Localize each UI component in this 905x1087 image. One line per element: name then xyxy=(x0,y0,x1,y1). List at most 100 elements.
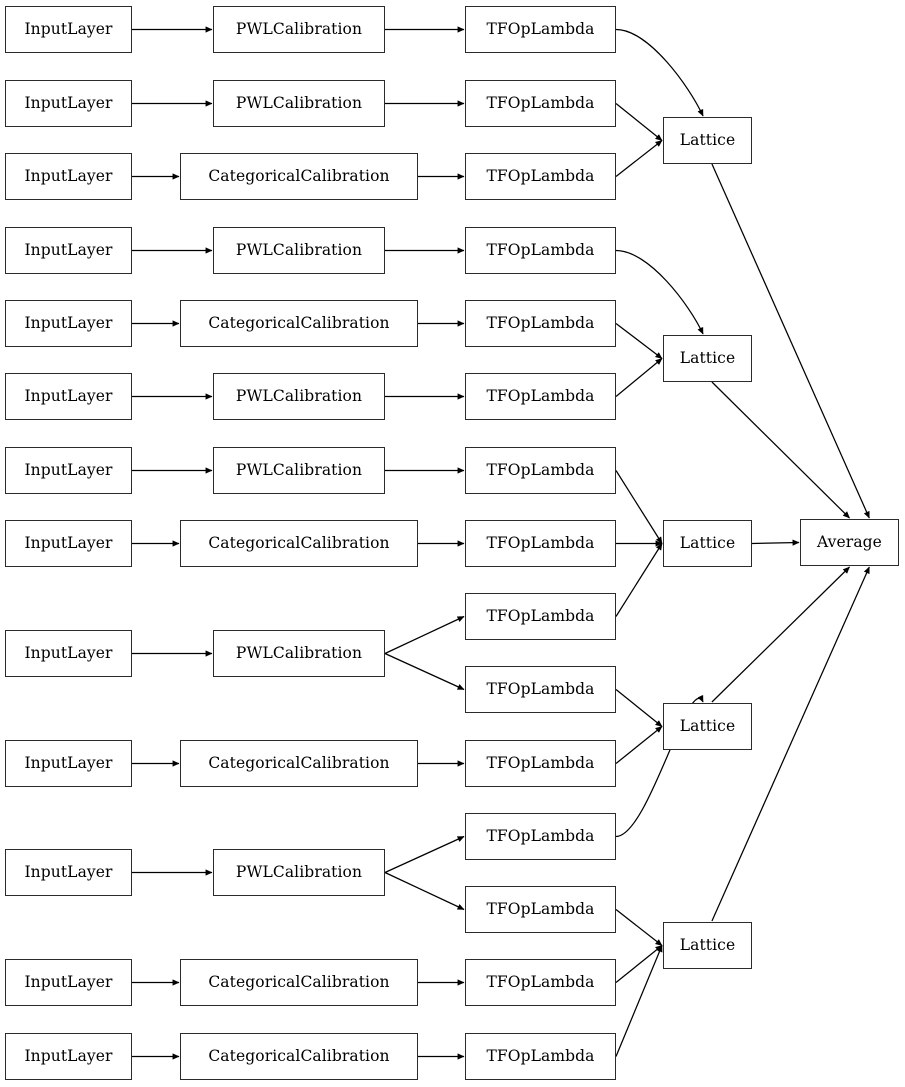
graph-node-label: InputLayer xyxy=(24,19,113,38)
graph-node-lat4: Lattice xyxy=(663,703,752,750)
graph-node-tf14: TFOpLambda xyxy=(465,959,616,1006)
graph-node-label: PWLCalibration xyxy=(235,460,363,479)
graph-edge-lat2-to-avg xyxy=(711,381,850,519)
graph-node-label: TFOpLambda xyxy=(486,386,595,405)
graph-edge-tf13-to-lat5 xyxy=(615,909,663,946)
graph-edge-tf15-to-lat5 xyxy=(615,944,663,1057)
graph-node-cal12: CategoricalCalibration xyxy=(180,959,418,1006)
graph-node-label: PWLCalibration xyxy=(235,93,363,112)
graph-node-label: TFOpLambda xyxy=(486,533,595,552)
graph-edge-tf7-to-lat3 xyxy=(615,470,663,544)
graph-node-in11: InputLayer xyxy=(5,849,132,896)
graph-edge-tf1-to-lat1 xyxy=(615,28,704,117)
graph-node-label: CategoricalCalibration xyxy=(208,533,390,552)
graph-node-cal3: CategoricalCalibration xyxy=(180,153,418,200)
graph-node-tf8: TFOpLambda xyxy=(465,520,616,567)
graph-node-label: CategoricalCalibration xyxy=(208,166,390,185)
graph-node-cal8: CategoricalCalibration xyxy=(180,520,418,567)
graph-node-tf4: TFOpLambda xyxy=(465,227,616,274)
graph-node-label: InputLayer xyxy=(24,166,113,185)
graph-node-in2: InputLayer xyxy=(5,80,132,127)
graph-node-label: InputLayer xyxy=(24,313,113,332)
graph-edge-tf4-to-lat2 xyxy=(615,249,704,335)
graph-node-label: TFOpLambda xyxy=(486,679,595,698)
graph-node-tf11: TFOpLambda xyxy=(465,740,616,787)
graph-node-cal1: PWLCalibration xyxy=(213,6,385,53)
graph-edge-tf5-to-lat2 xyxy=(615,323,663,359)
graph-node-label: InputLayer xyxy=(24,533,113,552)
graph-node-label: InputLayer xyxy=(24,862,113,881)
graph-edge-lat4-to-avg xyxy=(711,566,850,703)
graph-node-label: CategoricalCalibration xyxy=(208,313,390,332)
graph-node-label: Lattice xyxy=(679,348,736,367)
graph-node-in1: InputLayer xyxy=(5,6,132,53)
graph-node-label: PWLCalibration xyxy=(235,862,363,881)
graph-node-label: InputLayer xyxy=(24,460,113,479)
graph-edge-tf3-to-lat1 xyxy=(615,140,663,177)
graph-node-in8: InputLayer xyxy=(5,520,132,567)
graph-node-in13: InputLayer xyxy=(5,1033,132,1080)
graph-node-cal9: PWLCalibration xyxy=(213,630,385,677)
graph-node-label: PWLCalibration xyxy=(235,19,363,38)
graph-node-in5: InputLayer xyxy=(5,300,132,347)
graph-node-in3: InputLayer xyxy=(5,153,132,200)
graph-node-cal13: CategoricalCalibration xyxy=(180,1033,418,1080)
graph-node-in7: InputLayer xyxy=(5,447,132,494)
graph-node-cal2: PWLCalibration xyxy=(213,80,385,127)
graph-node-in12: InputLayer xyxy=(5,959,132,1006)
graph-edge-tf11-to-lat4 xyxy=(615,726,663,764)
graph-node-lat5: Lattice xyxy=(663,922,752,969)
graph-node-label: InputLayer xyxy=(24,1046,113,1065)
graph-edge-cal9-to-tf9 xyxy=(384,615,465,655)
graph-node-tf9: TFOpLambda xyxy=(465,593,616,640)
graph-node-tf1: TFOpLambda xyxy=(465,6,616,53)
graph-node-label: TFOpLambda xyxy=(486,93,595,112)
graph-node-label: CategoricalCalibration xyxy=(208,972,390,991)
graph-edge-tf6-to-lat2 xyxy=(615,358,663,397)
graph-edge-cal11-to-tf13 xyxy=(384,871,465,911)
graph-node-cal5: CategoricalCalibration xyxy=(180,300,418,347)
graph-node-label: InputLayer xyxy=(24,972,113,991)
graph-node-cal7: PWLCalibration xyxy=(213,447,385,494)
graph-node-label: InputLayer xyxy=(24,386,113,405)
graph-node-label: InputLayer xyxy=(24,643,113,662)
graph-node-label: CategoricalCalibration xyxy=(208,1046,390,1065)
graph-node-cal6: PWLCalibration xyxy=(213,373,385,420)
graph-node-label: TFOpLambda xyxy=(486,606,595,625)
graph-node-label: Lattice xyxy=(679,935,736,954)
graph-edge-lat3-to-avg xyxy=(751,539,800,546)
graph-node-label: InputLayer xyxy=(24,753,113,772)
graph-node-cal4: PWLCalibration xyxy=(213,227,385,274)
graph-node-label: TFOpLambda xyxy=(486,753,595,772)
graph-node-tf5: TFOpLambda xyxy=(465,300,616,347)
graph-node-label: TFOpLambda xyxy=(486,972,595,991)
graph-node-label: Average xyxy=(817,532,882,551)
graph-node-label: InputLayer xyxy=(24,93,113,112)
graph-node-in6: InputLayer xyxy=(5,373,132,420)
graph-node-label: CategoricalCalibration xyxy=(208,753,390,772)
graph-node-avg: Average xyxy=(800,519,899,566)
graph-node-label: TFOpLambda xyxy=(486,899,595,918)
graph-node-label: TFOpLambda xyxy=(486,460,595,479)
graph-node-label: TFOpLambda xyxy=(486,166,595,185)
graph-node-label: TFOpLambda xyxy=(486,313,595,332)
graph-node-tf2: TFOpLambda xyxy=(465,80,616,127)
graph-edge-tf10-to-lat4 xyxy=(615,689,663,727)
graph-edge-tf14-to-lat5 xyxy=(615,945,663,983)
graph-node-label: InputLayer xyxy=(24,240,113,259)
graph-node-in10: InputLayer xyxy=(5,740,132,787)
graph-node-tf15: TFOpLambda xyxy=(465,1033,616,1080)
graph-edge-cal9-to-tf10 xyxy=(384,652,465,691)
graph-node-cal10: CategoricalCalibration xyxy=(180,740,418,787)
graph-node-label: PWLCalibration xyxy=(235,386,363,405)
graph-node-tf3: TFOpLambda xyxy=(465,153,616,200)
graph-node-tf7: TFOpLambda xyxy=(465,447,616,494)
graph-node-label: TFOpLambda xyxy=(486,826,595,845)
graph-node-in9: InputLayer xyxy=(5,630,132,677)
graph-node-label: Lattice xyxy=(679,130,736,149)
graph-edge-cal11-to-tf12 xyxy=(384,835,465,874)
graph-node-in4: InputLayer xyxy=(5,227,132,274)
graph-edge-tf9-to-lat3 xyxy=(615,543,663,617)
graph-node-lat1: Lattice xyxy=(663,117,752,164)
